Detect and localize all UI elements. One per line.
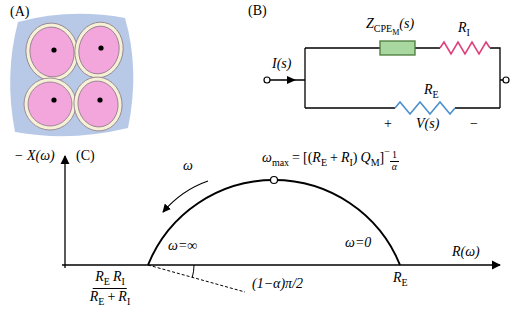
panel-label: (B) bbox=[248, 3, 267, 19]
max-frequency-formula: − bbox=[384, 146, 390, 157]
angle-label: (1−α)π/2 bbox=[252, 276, 303, 292]
axis bbox=[62, 264, 500, 265]
resistance-formula: E bbox=[104, 276, 110, 287]
resistance-formula: I bbox=[121, 276, 124, 287]
resistance-formula: I bbox=[127, 296, 130, 307]
max-frequency-formula: ω bbox=[262, 150, 272, 165]
frequency-label: ω=0 bbox=[345, 235, 371, 251]
cpe-element bbox=[380, 41, 415, 55]
voltage-label: V(s) bbox=[416, 116, 439, 131]
cell bbox=[21, 19, 82, 85]
panel-label: (A) bbox=[10, 4, 29, 20]
resistor-symbol bbox=[440, 42, 490, 54]
max-frequency-formula: ωmax=[(RE+RI)QM]−1α bbox=[262, 146, 399, 172]
angle-label: (1−α)π/2 bbox=[252, 276, 303, 291]
max-frequency-formula: + bbox=[330, 150, 338, 165]
resistance-formula: E bbox=[98, 296, 104, 307]
tissue-region bbox=[10, 14, 133, 136]
axis-label: − X(ω) bbox=[14, 148, 55, 164]
fraction: RERIRE+RI bbox=[88, 269, 132, 307]
polarity-sign: − bbox=[470, 116, 478, 131]
voltage-label: V(s) bbox=[416, 116, 439, 132]
cell bbox=[23, 77, 77, 131]
current-label: I(s) bbox=[272, 56, 291, 71]
max-frequency-formula: R bbox=[341, 150, 350, 165]
terminal bbox=[503, 77, 509, 83]
numerator: 1 bbox=[390, 150, 399, 162]
denominator: RE+RI bbox=[88, 289, 132, 308]
frequency-arrow bbox=[163, 181, 208, 212]
max-frequency-formula: M bbox=[371, 157, 380, 168]
fraction: 1α bbox=[390, 150, 399, 172]
max-frequency-formula: 1 bbox=[392, 149, 397, 160]
frequency-label: ω bbox=[183, 158, 193, 174]
cell bbox=[70, 74, 125, 134]
cpe-label: ZCPEM(s) bbox=[366, 16, 414, 37]
current-arrow bbox=[287, 76, 296, 84]
frequency-label: ω bbox=[183, 158, 193, 173]
resistance-formula: R bbox=[118, 289, 127, 304]
resistance-label: E bbox=[402, 277, 408, 288]
numerator: RERI bbox=[93, 269, 127, 289]
resistor-label: RI bbox=[458, 20, 470, 39]
panel-label: (A) bbox=[10, 4, 29, 19]
axis-label: − X(ω) bbox=[14, 148, 55, 163]
angle-arc bbox=[192, 265, 194, 277]
resistor-label: RE bbox=[424, 82, 439, 101]
frequency-label: ω=0 bbox=[345, 235, 371, 250]
resistor-label: I bbox=[467, 27, 470, 38]
resistor-label: R bbox=[458, 20, 467, 35]
max-frequency-formula: ) bbox=[353, 150, 358, 165]
resistance-formula: + bbox=[107, 289, 115, 304]
max-frequency-formula: = bbox=[292, 150, 300, 165]
cpe-label: M bbox=[392, 28, 399, 37]
max-frequency-formula: max bbox=[272, 157, 289, 168]
tangent-line bbox=[148, 265, 245, 292]
resistor-label: E bbox=[433, 89, 439, 100]
frequency-label: ω=∞ bbox=[168, 238, 197, 253]
resistance-formula: RERIRE+RI bbox=[88, 269, 132, 307]
max-frequency-formula: Q bbox=[361, 150, 371, 165]
peak-marker bbox=[271, 177, 278, 184]
polarity-sign: − bbox=[470, 116, 478, 132]
resistance-label: R bbox=[393, 270, 402, 285]
polarity-sign: + bbox=[384, 116, 392, 131]
resistor-label: R bbox=[424, 82, 433, 97]
panel-label: (B) bbox=[248, 3, 267, 18]
impedance-arc bbox=[148, 180, 400, 265]
denominator: α bbox=[390, 162, 399, 173]
cell bbox=[70, 18, 129, 83]
max-frequency-formula: I bbox=[349, 157, 352, 168]
resistance-formula: R bbox=[90, 289, 99, 304]
current-label: I(s) bbox=[272, 56, 291, 72]
max-frequency-formula: α bbox=[392, 161, 397, 172]
resistor-symbol bbox=[395, 102, 455, 114]
cpe-label: CPE bbox=[374, 23, 392, 34]
resistance-label: RE bbox=[393, 270, 408, 289]
frequency-label: ω=∞ bbox=[168, 238, 197, 254]
panel-label: (C) bbox=[76, 148, 95, 163]
terminal bbox=[264, 77, 270, 83]
panel-label: (C) bbox=[76, 148, 95, 164]
max-frequency-formula: R bbox=[312, 150, 321, 165]
polarity-sign: + bbox=[384, 116, 392, 132]
axis bbox=[64, 156, 65, 268]
axis-label: R(ω) bbox=[452, 244, 480, 260]
max-frequency-formula: [( bbox=[303, 150, 312, 165]
axis-label: R(ω) bbox=[452, 244, 480, 259]
max-frequency-formula: E bbox=[321, 157, 327, 168]
resistance-formula: R bbox=[113, 269, 122, 284]
wire bbox=[270, 48, 503, 108]
cpe-label: (s) bbox=[399, 16, 414, 31]
max-frequency-formula: ] bbox=[380, 150, 385, 165]
resistance-formula: R bbox=[95, 269, 104, 284]
cpe-label: Z bbox=[366, 16, 374, 31]
